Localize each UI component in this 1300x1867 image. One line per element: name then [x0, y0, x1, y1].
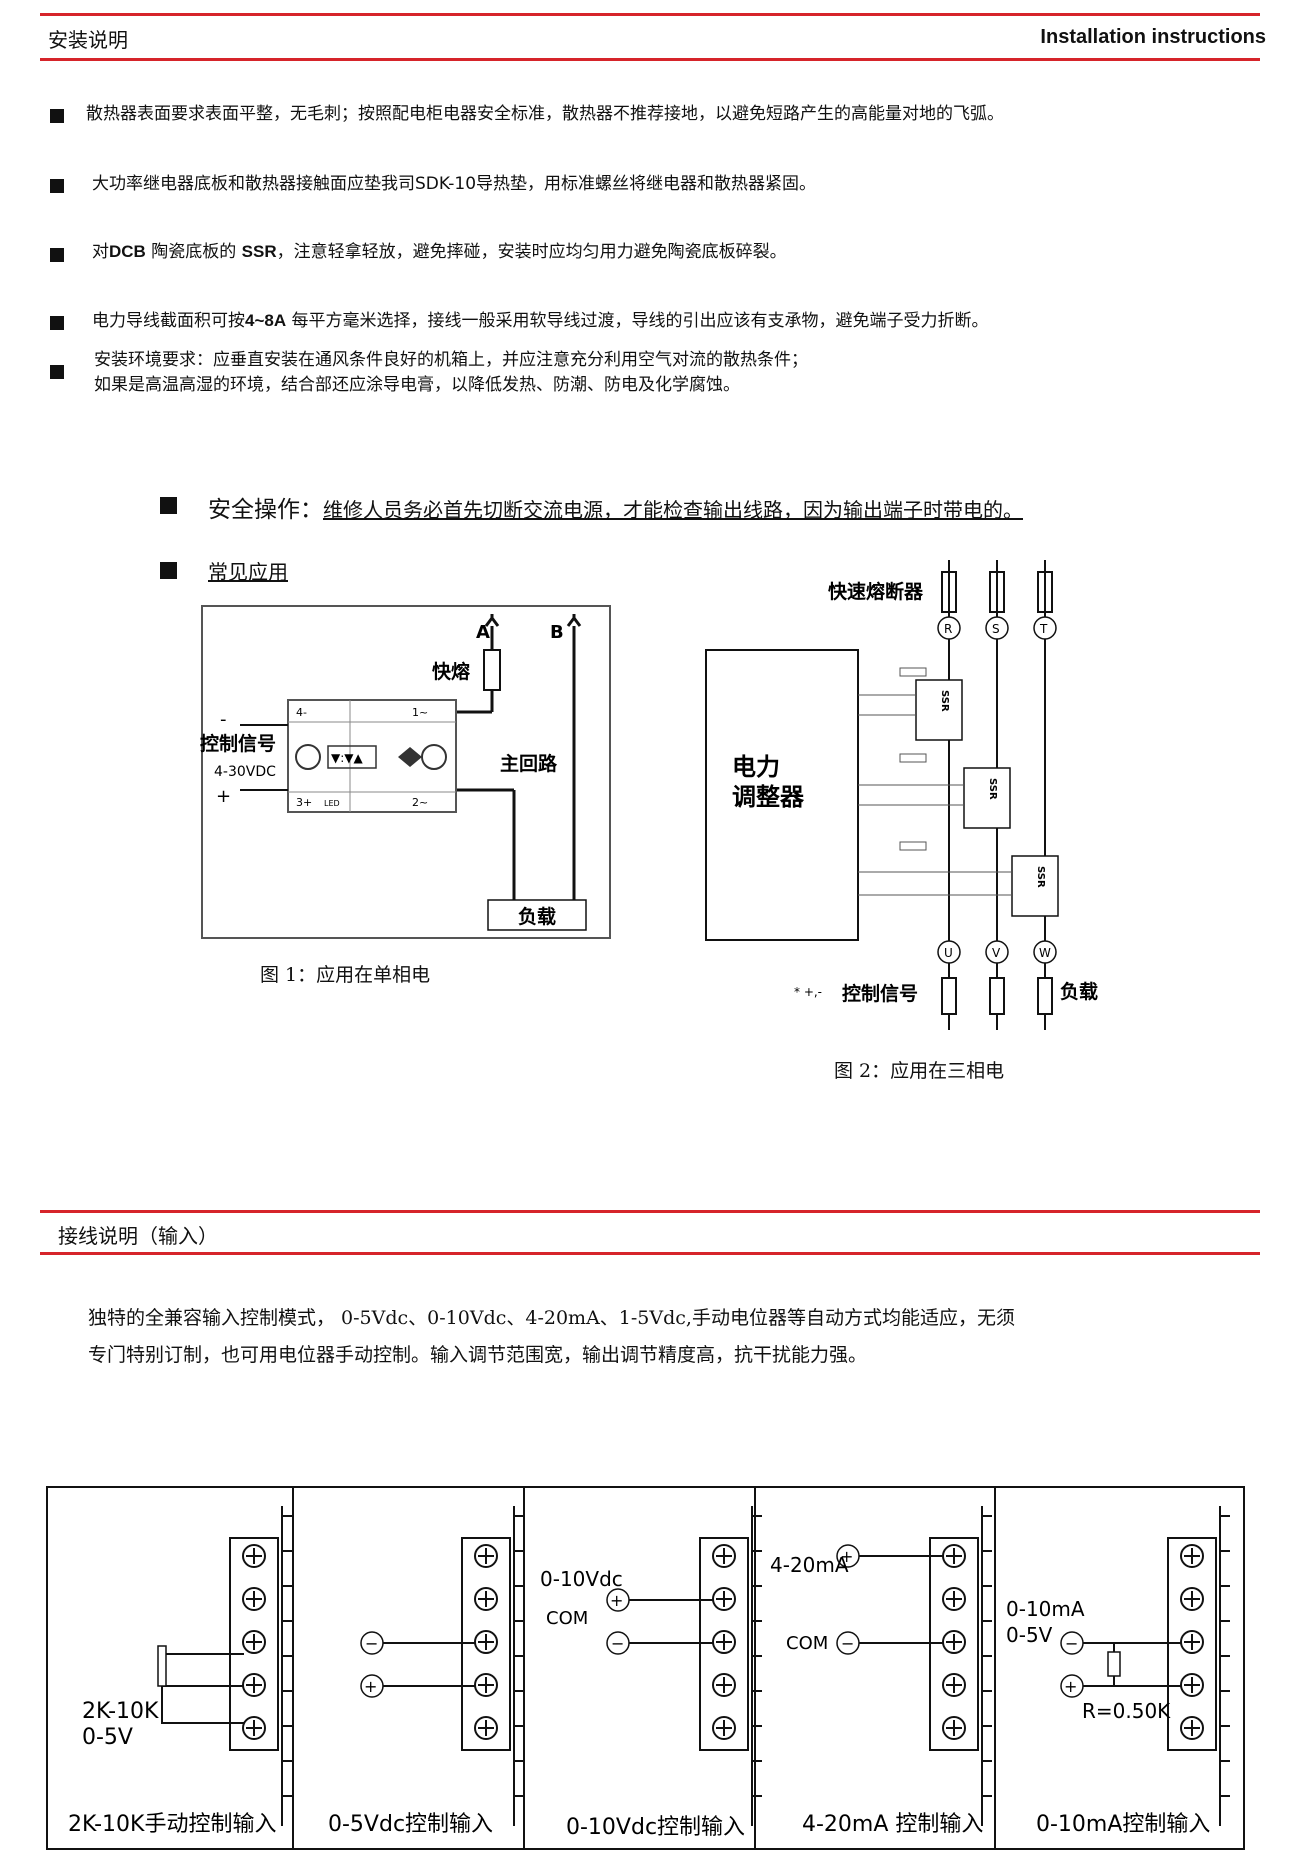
panel5-label2: 0-5V: [1006, 1623, 1053, 1647]
svg-text:-: -: [220, 709, 227, 730]
header-top-rule: [40, 13, 1260, 16]
panel5-label1: 0-10mA: [1006, 1597, 1085, 1621]
svg-text:−: −: [365, 1634, 378, 1653]
fig1-load-label: 负载: [518, 905, 556, 928]
fig2-ssr-2: [963, 767, 1011, 829]
panel5-caption: 0-10mA控制输入: [1036, 1812, 1210, 1837]
fig1-control-label: 控制信号: [200, 732, 276, 755]
panel1-label2: 0-5V: [82, 1725, 133, 1750]
fig1-frame: [201, 605, 611, 939]
fig2-ssr-3: [1011, 855, 1059, 917]
fig1-voltage-label: 4-30VDC: [214, 764, 276, 780]
fig2-phase-w: W: [1039, 946, 1051, 960]
fig2-load-label: 负载: [1060, 980, 1098, 1003]
fig2-regulator-line2: 调整器: [732, 783, 805, 811]
wiring-line-1: 独特的全兼容输入控制模式， 0-5Vdc、0-10Vdc、4-20mA、1-5V…: [88, 1307, 1015, 1329]
fig2-phase-s: S: [992, 622, 1000, 636]
fig1-caption: 图 1：应用在单相电: [260, 964, 431, 986]
bullet-square-icon: [50, 248, 64, 262]
panel1-label1: 2K-10K: [82, 1699, 159, 1724]
svg-text:LED: LED: [324, 799, 340, 808]
input-wiring-panels: 2K-10K 0-5V 2K-10K手动控制输入 − + 0-5Vdc控制输入 …: [46, 1486, 1245, 1850]
applications-bullet-icon: [160, 562, 177, 579]
svg-text:−: −: [1065, 1634, 1078, 1653]
svg-text:* +,-: * +,-: [794, 985, 822, 999]
wiring-title: 接线说明（输入）: [58, 1224, 218, 1248]
svg-text:▼:▼▲: ▼:▼▲: [331, 751, 364, 765]
panel1-caption: 2K-10K手动控制输入: [68, 1812, 276, 1837]
fig1-fuse-label: 快熔: [432, 660, 471, 683]
fig2-regulator-box: [705, 649, 859, 941]
fig2-caption: 图 2：应用在三相电: [834, 1060, 1005, 1082]
panel2-caption: 0-5Vdc控制输入: [328, 1812, 493, 1837]
svg-text:+: +: [610, 1591, 623, 1610]
header-title-en: Installation instructions: [1040, 26, 1266, 48]
fig2-phase-u: U: [944, 946, 953, 960]
safety-bullet-icon: [160, 497, 177, 514]
panel3-label1: 0-10Vdc: [540, 1567, 623, 1591]
panel4-caption: 4-20mA 控制输入: [802, 1812, 983, 1837]
bullet-text-5a: 安装环境要求：应垂直安装在通风条件良好的机箱上，并应注意充分利用空气对流的散热条…: [94, 350, 808, 370]
svg-text:+: +: [216, 786, 231, 807]
svg-text:3+: 3+: [296, 796, 312, 809]
bullet-square-icon: [50, 365, 64, 379]
svg-text:1~: 1~: [412, 706, 428, 719]
fig1-load-box: [487, 899, 587, 931]
panel4-label1: 4-20mA: [770, 1553, 849, 1577]
svg-text:SSR: SSR: [939, 690, 950, 712]
wiring-line-2: 专门特别订制，也可用电位器手动控制。输入调节范围宽，输出调节精度高，抗干扰能力强…: [88, 1344, 868, 1366]
fig1-ssr-module: [287, 699, 457, 813]
svg-text:−: −: [611, 1634, 624, 1653]
header-title-cn: 安装说明: [48, 28, 128, 52]
bullet-square-icon: [50, 109, 64, 123]
fig1-fuse-symbol: [483, 649, 501, 691]
fig2-phase-r: R: [944, 622, 952, 636]
panel5-label3: R=0.50K: [1082, 1699, 1171, 1723]
svg-text:4-: 4-: [296, 706, 307, 719]
safety-line: 安全操作：维修人员务必首先切断交流电源，才能检查输出线路，因为输出端子时带电的。: [208, 490, 1023, 524]
bullet-square-icon: [50, 179, 64, 193]
fig2-phase-v: V: [992, 946, 1001, 960]
fig2-ssr-1: [915, 679, 963, 741]
panel4-label2: COM: [786, 1633, 828, 1654]
fig2-regulator-line1: 电力: [732, 753, 780, 781]
fig1-terminal-a: A: [476, 622, 490, 643]
panel3-label2: COM: [546, 1608, 588, 1629]
bullet-text-1: 散热器表面要求表面平整，无毛刺；按照配电柜电器安全标准，散热器不推荐接地，以避免…: [86, 104, 1004, 124]
bullet-square-icon: [50, 316, 64, 330]
bullet-text-2: 大功率继电器底板和散热器接触面应垫我司SDK-10导热垫，用标准螺丝将继电器和散…: [92, 174, 817, 194]
panel3-caption: 0-10Vdc控制输入: [566, 1815, 745, 1840]
svg-text:SSR: SSR: [987, 778, 998, 800]
fig2-fuse-label: 快速熔断器: [828, 580, 924, 603]
svg-text:+: +: [1064, 1677, 1077, 1696]
svg-text:SSR: SSR: [1035, 866, 1046, 888]
fig1-main-loop-label: 主回路: [500, 752, 558, 775]
fig2-phase-t: T: [1039, 622, 1048, 636]
fig2-three-phase-diagram: 快速熔断器 R S T 电力 调整器 SSR SSR SSR U V W * +…: [705, 560, 1098, 1030]
wiring-bottom-rule: [40, 1252, 1260, 1255]
fig1-single-phase-diagram: A B 快熔 4- 3+ LED 1~ 2~ ▼:▼▲ - + 控制信号 4-3…: [200, 605, 611, 939]
fig1-terminal-b: B: [550, 622, 564, 643]
fig2-control-label: 控制信号: [842, 982, 918, 1005]
safety-text: 维修人员务必首先切断交流电源，才能检查输出线路，因为输出端子时带电的。: [323, 498, 1023, 522]
svg-text:+: +: [840, 1547, 853, 1566]
wiring-top-rule: [40, 1210, 1260, 1213]
safety-label: 安全操作：: [208, 497, 323, 523]
header-bottom-rule: [40, 58, 1260, 61]
bullet-text-3: 对DCB 陶瓷底板的 SSR，注意轻拿轻放，避免摔碰，安装时应均匀用力避免陶瓷底…: [92, 242, 787, 262]
bullet-text-5b: 如果是高温高湿的环境，结合部还应涂导电膏，以降低发热、防潮、防电及化学腐蚀。: [94, 375, 740, 395]
svg-text:+: +: [364, 1677, 377, 1696]
applications-title: 常见应用: [208, 560, 288, 584]
svg-text:−: −: [841, 1634, 854, 1653]
svg-text:2~: 2~: [412, 796, 428, 809]
bullet-text-4: 电力导线截面积可按4~8A 每平方毫米选择，接线一般采用软导线过渡，导线的引出应…: [92, 311, 989, 331]
